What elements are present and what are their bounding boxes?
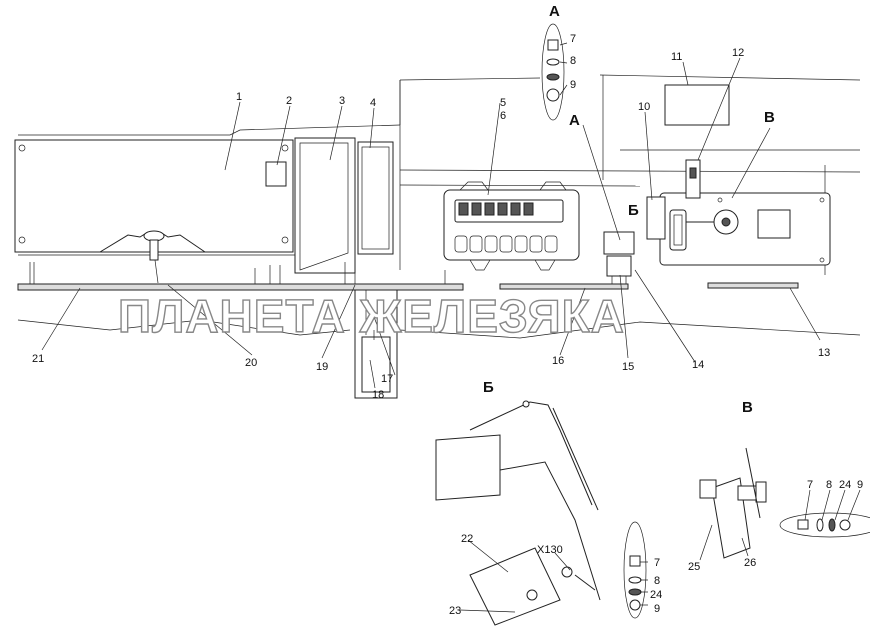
callout-9c: 9 — [857, 479, 863, 491]
view-b-label: Б — [628, 202, 639, 219]
detail-b — [435, 400, 647, 626]
callout-7c: 7 — [807, 479, 813, 491]
detail-v — [699, 447, 870, 559]
view-a-label: А — [569, 112, 580, 129]
callout-19: 19 — [316, 361, 328, 373]
callout-1: 1 — [236, 91, 242, 103]
callout-9b: 9 — [654, 603, 660, 615]
callout-7b: 7 — [654, 557, 660, 569]
main-rail — [17, 262, 799, 291]
fuse-block — [443, 181, 580, 271]
callout-4: 4 — [370, 97, 376, 109]
callout-21: 21 — [32, 353, 44, 365]
callout-5: 5 — [500, 97, 506, 109]
callout-17: 17 — [381, 373, 393, 385]
callout-18: 18 — [372, 389, 384, 401]
callout-8a: 8 — [570, 55, 576, 67]
callout-25: 25 — [688, 561, 700, 573]
callout-24b: 24 — [650, 589, 662, 601]
control-panel — [646, 84, 831, 266]
callout-7a: 7 — [570, 33, 576, 45]
callout-22: 22 — [461, 533, 473, 545]
connector-label: X130 — [537, 544, 563, 556]
callout-8b: 8 — [654, 575, 660, 587]
callout-14: 14 — [692, 359, 704, 371]
callouts: 1 2 3 4 5 6 7 8 9 10 11 12 13 14 15 16 1… — [32, 33, 863, 617]
detail-v-title: В — [742, 399, 753, 416]
panel-1 — [14, 139, 294, 284]
view-a-top-label: А — [549, 3, 560, 20]
relay-14-15 — [603, 231, 635, 284]
callout-6: 6 — [500, 110, 506, 122]
callout-2: 2 — [286, 95, 292, 107]
detail-b-title: Б — [483, 379, 494, 396]
callout-26: 26 — [744, 557, 756, 569]
leader-lines — [41, 42, 861, 613]
callout-24c: 24 — [839, 479, 851, 491]
callout-20: 20 — [245, 357, 257, 369]
callout-10: 10 — [638, 101, 650, 113]
callout-8c: 8 — [826, 479, 832, 491]
unit-17-18 — [354, 289, 398, 399]
view-a-fasteners — [541, 23, 565, 121]
door-3-4 — [294, 137, 394, 274]
callout-15: 15 — [622, 361, 634, 373]
label-plate-2 — [265, 161, 287, 187]
callout-12: 12 — [732, 47, 744, 59]
fuse-row — [458, 202, 534, 216]
callout-13: 13 — [818, 347, 830, 359]
callout-9a: 9 — [570, 79, 576, 91]
watermark: ПЛАНЕТА ЖЕЛЕЗЯКА — [118, 290, 625, 342]
callout-23: 23 — [449, 605, 461, 617]
callout-16: 16 — [552, 355, 564, 367]
callout-3: 3 — [339, 95, 345, 107]
view-v-label: В — [764, 109, 775, 126]
callout-11: 11 — [671, 51, 682, 63]
